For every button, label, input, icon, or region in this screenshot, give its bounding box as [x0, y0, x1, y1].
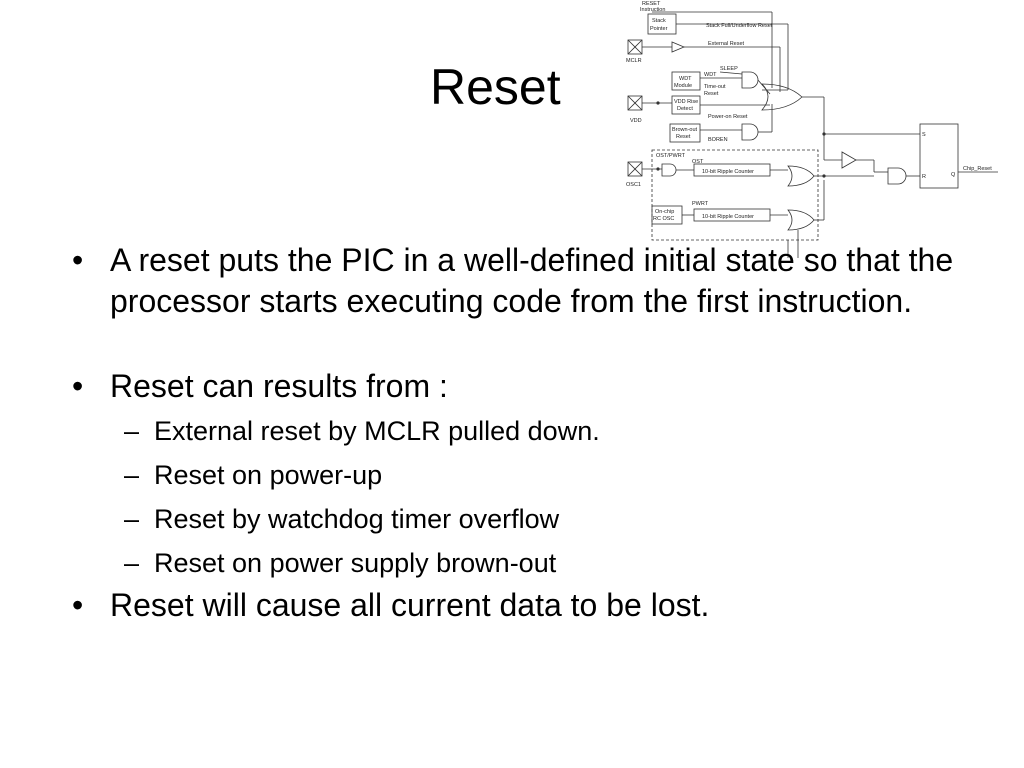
bullet-text: Reset will cause all current data to be … — [110, 587, 710, 623]
diagram-label: Instruction — [640, 7, 665, 13]
bullet-item: • Reset will cause all current data to b… — [72, 585, 972, 626]
bullet-item: • A reset puts the PIC in a well-defined… — [72, 240, 972, 322]
diagram-label: Pointer — [650, 26, 668, 32]
diagram-label: PWRT — [692, 201, 709, 207]
sub-bullet-item: – Reset on power-up — [72, 453, 972, 497]
diagram-label: VDD — [630, 118, 642, 124]
diagram-label: 10-bit Ripple Counter — [702, 214, 754, 220]
bullet-glyph: • — [72, 368, 84, 404]
diagram-label: MCLR — [626, 58, 642, 64]
diagram-label: R — [922, 174, 926, 180]
diagram-label: OST/PWRT — [656, 153, 686, 159]
sub-bullet-text: External reset by MCLR pulled down. — [154, 416, 600, 446]
reset-circuit-diagram: RESET Instruction Stack Pointer Stack Fu… — [612, 0, 1010, 260]
diagram-label: Detect — [677, 106, 693, 112]
diagram-label: OSC1 — [626, 182, 641, 188]
diagram-label: Reset — [676, 134, 691, 140]
dash-glyph: – — [124, 548, 140, 578]
bullet-item: • Reset can results from : — [72, 366, 972, 407]
slide-body: • A reset puts the PIC in a well-defined… — [72, 240, 972, 626]
diagram-label: Brown-out — [672, 127, 698, 133]
dash-glyph: – — [124, 460, 140, 490]
diagram-label: External Reset — [708, 41, 745, 47]
diagram-label: VDD Rise — [674, 99, 698, 105]
diagram-label: Stack Full/Underflow Reset — [706, 23, 773, 29]
bullet-list: • A reset puts the PIC in a well-defined… — [72, 240, 972, 626]
diagram-label: RESET — [642, 1, 661, 7]
diagram-label: Reset — [704, 91, 719, 97]
diagram-label: On-chip — [655, 209, 674, 215]
diagram-label: RC OSC — [653, 216, 674, 222]
diagram-label: WDT — [704, 72, 717, 78]
diagram-label: BOREN — [708, 137, 728, 143]
diagram-label: Module — [674, 83, 692, 89]
dash-glyph: – — [124, 504, 140, 534]
diagram-label: Power-on Reset — [708, 114, 748, 120]
dash-glyph: – — [124, 416, 140, 446]
reset-block-diagram: RESET Instruction Stack Pointer Stack Fu… — [626, 1, 998, 258]
diagram-label: Chip_Reset — [963, 166, 992, 172]
diagram-label: S — [922, 132, 926, 138]
sub-bullet-text: Reset on power supply brown-out — [154, 548, 557, 578]
sub-bullet-text: Reset on power-up — [154, 460, 383, 490]
diagram-label: Stack — [652, 18, 666, 24]
diagram-label: Q — [951, 172, 956, 178]
diagram-label: WDT — [679, 76, 692, 82]
slide-title: Reset — [430, 59, 561, 115]
bullet-glyph: • — [72, 587, 84, 623]
diagram-label: Time-out — [704, 84, 726, 90]
sub-bullet-item: – Reset by watchdog timer overflow — [72, 497, 972, 541]
sub-bullet-item: – External reset by MCLR pulled down. — [72, 409, 972, 453]
bullet-text: A reset puts the PIC in a well-defined i… — [110, 242, 954, 319]
sub-bullet-item: – Reset on power supply brown-out — [72, 541, 972, 585]
sub-bullet-text: Reset by watchdog timer overflow — [154, 504, 560, 534]
diagram-label: SLEEP — [720, 66, 738, 72]
bullet-glyph: • — [72, 242, 84, 278]
diagram-label: OST — [692, 159, 704, 165]
bullet-text: Reset can results from : — [110, 368, 448, 404]
sub-bullet-list: – External reset by MCLR pulled down. – … — [72, 409, 972, 585]
diagram-label: 10-bit Ripple Counter — [702, 169, 754, 175]
